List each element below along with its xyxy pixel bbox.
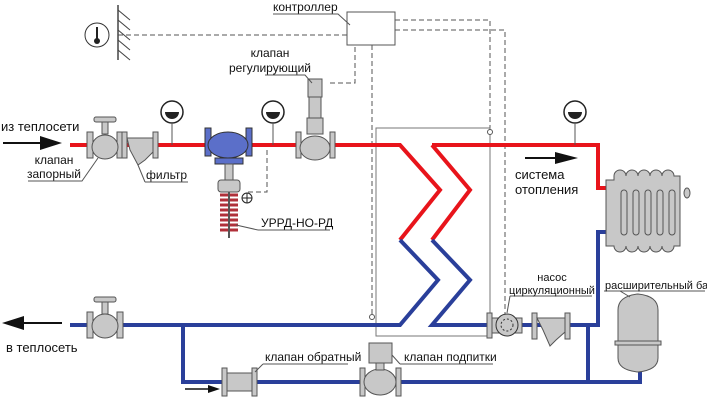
outdoor-wall <box>117 5 131 61</box>
pressure-gauge-icon <box>563 100 587 145</box>
arrow-in-icon <box>3 136 62 150</box>
label-control-valve-2: регулирующий <box>229 61 311 75</box>
label-expansion-tank: расширительный бак <box>605 280 707 292</box>
label-check-valve: клапан обратный <box>265 350 361 364</box>
pump-icon[interactable] <box>486 312 523 339</box>
control-lines <box>118 19 506 320</box>
arrow-out-icon <box>2 316 62 330</box>
label-from-network: из теплосети <box>1 119 79 134</box>
strainer-icon[interactable] <box>531 312 571 347</box>
label-shutoff-valve-2: запорный <box>27 167 81 181</box>
label-makeup-valve: клапан подпитки <box>404 350 497 364</box>
pressure-regulator[interactable] <box>204 127 253 238</box>
label-pump-2: циркуляционный <box>509 285 595 297</box>
gate-valve-icon[interactable] <box>86 296 124 339</box>
gate-valve-icon[interactable] <box>86 116 124 160</box>
label-control-valve-1: клапан <box>251 46 290 60</box>
label-shutoff-valve-1: клапан <box>35 153 74 167</box>
label-pump-1: насос <box>537 272 567 284</box>
arrow-bypass-icon <box>185 385 220 393</box>
expansion-tank-icon <box>614 293 662 373</box>
controller-box <box>346 11 396 46</box>
arrow-heating-icon <box>525 152 578 164</box>
makeup-valve-icon[interactable] <box>359 342 402 397</box>
control-valve[interactable] <box>295 78 336 161</box>
leader-lines <box>28 74 705 373</box>
strainer-icon[interactable] <box>121 131 159 166</box>
label-heating-system-1: система <box>515 167 565 182</box>
label-filter: фильтр <box>146 168 187 182</box>
check-valve-icon[interactable] <box>221 367 258 397</box>
thermometer-icon <box>84 22 110 48</box>
pressure-gauge-icon <box>261 100 285 145</box>
label-controller: контроллер <box>273 0 338 14</box>
label-to-network: в теплосеть <box>6 340 78 355</box>
pressure-gauge-icon <box>160 100 184 145</box>
heat-exchanger <box>375 127 491 337</box>
label-heating-system-2: отопления <box>515 182 578 197</box>
radiator-icon <box>605 169 691 253</box>
label-regulator: УРРД-НО-РД <box>261 216 333 230</box>
